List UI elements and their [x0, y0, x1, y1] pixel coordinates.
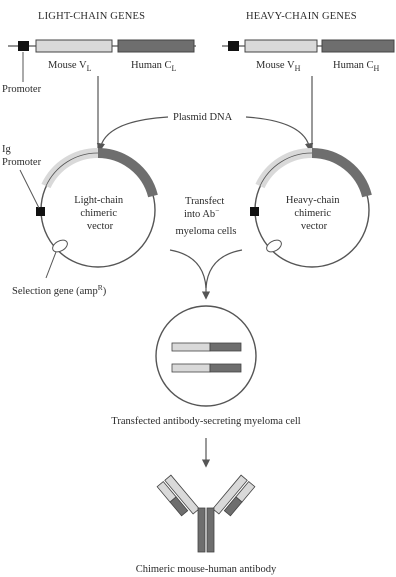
transfect-label: Transfect into Ab− myeloma cells — [176, 196, 237, 237]
light-vector-selection-gene — [52, 239, 68, 253]
antibody-left-stem — [197, 507, 206, 553]
heavy-vector-human-segment — [311, 148, 372, 198]
cell-light-mouse-segment — [171, 342, 211, 352]
human-ch-segment — [321, 39, 395, 53]
heavy-promoter-box — [228, 41, 239, 51]
heavy-vector-selection-gene — [266, 239, 282, 253]
chimeric-antibody-label: Chimeric mouse-human antibody — [136, 564, 277, 575]
mouse-vl-label: Mouse VL — [48, 60, 92, 73]
transfected-cell-label: Transfected antibody-secreting myeloma c… — [111, 416, 301, 427]
selection-gene-leader-line — [45, 251, 57, 279]
human-cl-segment — [117, 39, 195, 53]
light-chain-vector: Light-chain chimeric vector — [36, 147, 158, 268]
selection-gene-label: Selection gene (ampR) — [12, 283, 107, 297]
light-vector-human-segment — [97, 148, 158, 198]
cell-heavy-mouse-segment — [171, 363, 211, 373]
mouse-vh-segment — [244, 39, 318, 53]
antibody-left-light-constant — [169, 496, 189, 517]
merge-left-arrow — [169, 249, 207, 289]
plasmid-dna-label: Plasmid DNA — [173, 112, 233, 123]
mouse-vl-segment — [35, 39, 113, 53]
cell-light-human-segment — [209, 342, 242, 352]
ig-promoter-label: Promoter — [2, 157, 42, 168]
chimeric-antibody — [156, 474, 256, 553]
heavy-vector-label: Heavy-chain chimeric vector — [286, 195, 342, 232]
light-vector-promoter — [36, 207, 45, 216]
heavy-chain-vector: Heavy-chain chimeric vector — [250, 147, 372, 268]
light-promoter-box — [18, 41, 29, 51]
ig-label: Ig — [2, 144, 11, 155]
transfected-myeloma-cell — [155, 305, 257, 407]
human-cl-label: Human CL — [131, 60, 177, 73]
human-ch-label: Human CH — [333, 60, 380, 73]
merge-right-arrow — [205, 249, 243, 289]
promoter-label: Promoter — [2, 84, 42, 95]
light-chain-header: LIGHT-CHAIN GENES — [38, 11, 145, 22]
light-vector-label: Light-chain chimeric vector — [74, 195, 126, 232]
plasmid-right-arrow — [245, 116, 314, 152]
ig-promoter-leader-line — [19, 169, 40, 209]
heavy-chain-gene-construct — [222, 39, 395, 53]
antibody-right-light-constant — [223, 496, 243, 517]
myeloma-cell-membrane — [155, 305, 257, 407]
heavy-vector-promoter — [250, 207, 259, 216]
antibody-right-stem — [206, 507, 215, 553]
plasmid-left-arrow — [96, 116, 169, 152]
light-chain-gene-construct — [8, 39, 196, 53]
mouse-vh-label: Mouse VH — [256, 60, 301, 73]
heavy-chain-header: HEAVY-CHAIN GENES — [246, 11, 357, 22]
cell-heavy-human-segment — [209, 363, 242, 373]
antibody-left-heavy-arm — [164, 474, 200, 515]
antibody-right-heavy-arm — [212, 474, 248, 515]
